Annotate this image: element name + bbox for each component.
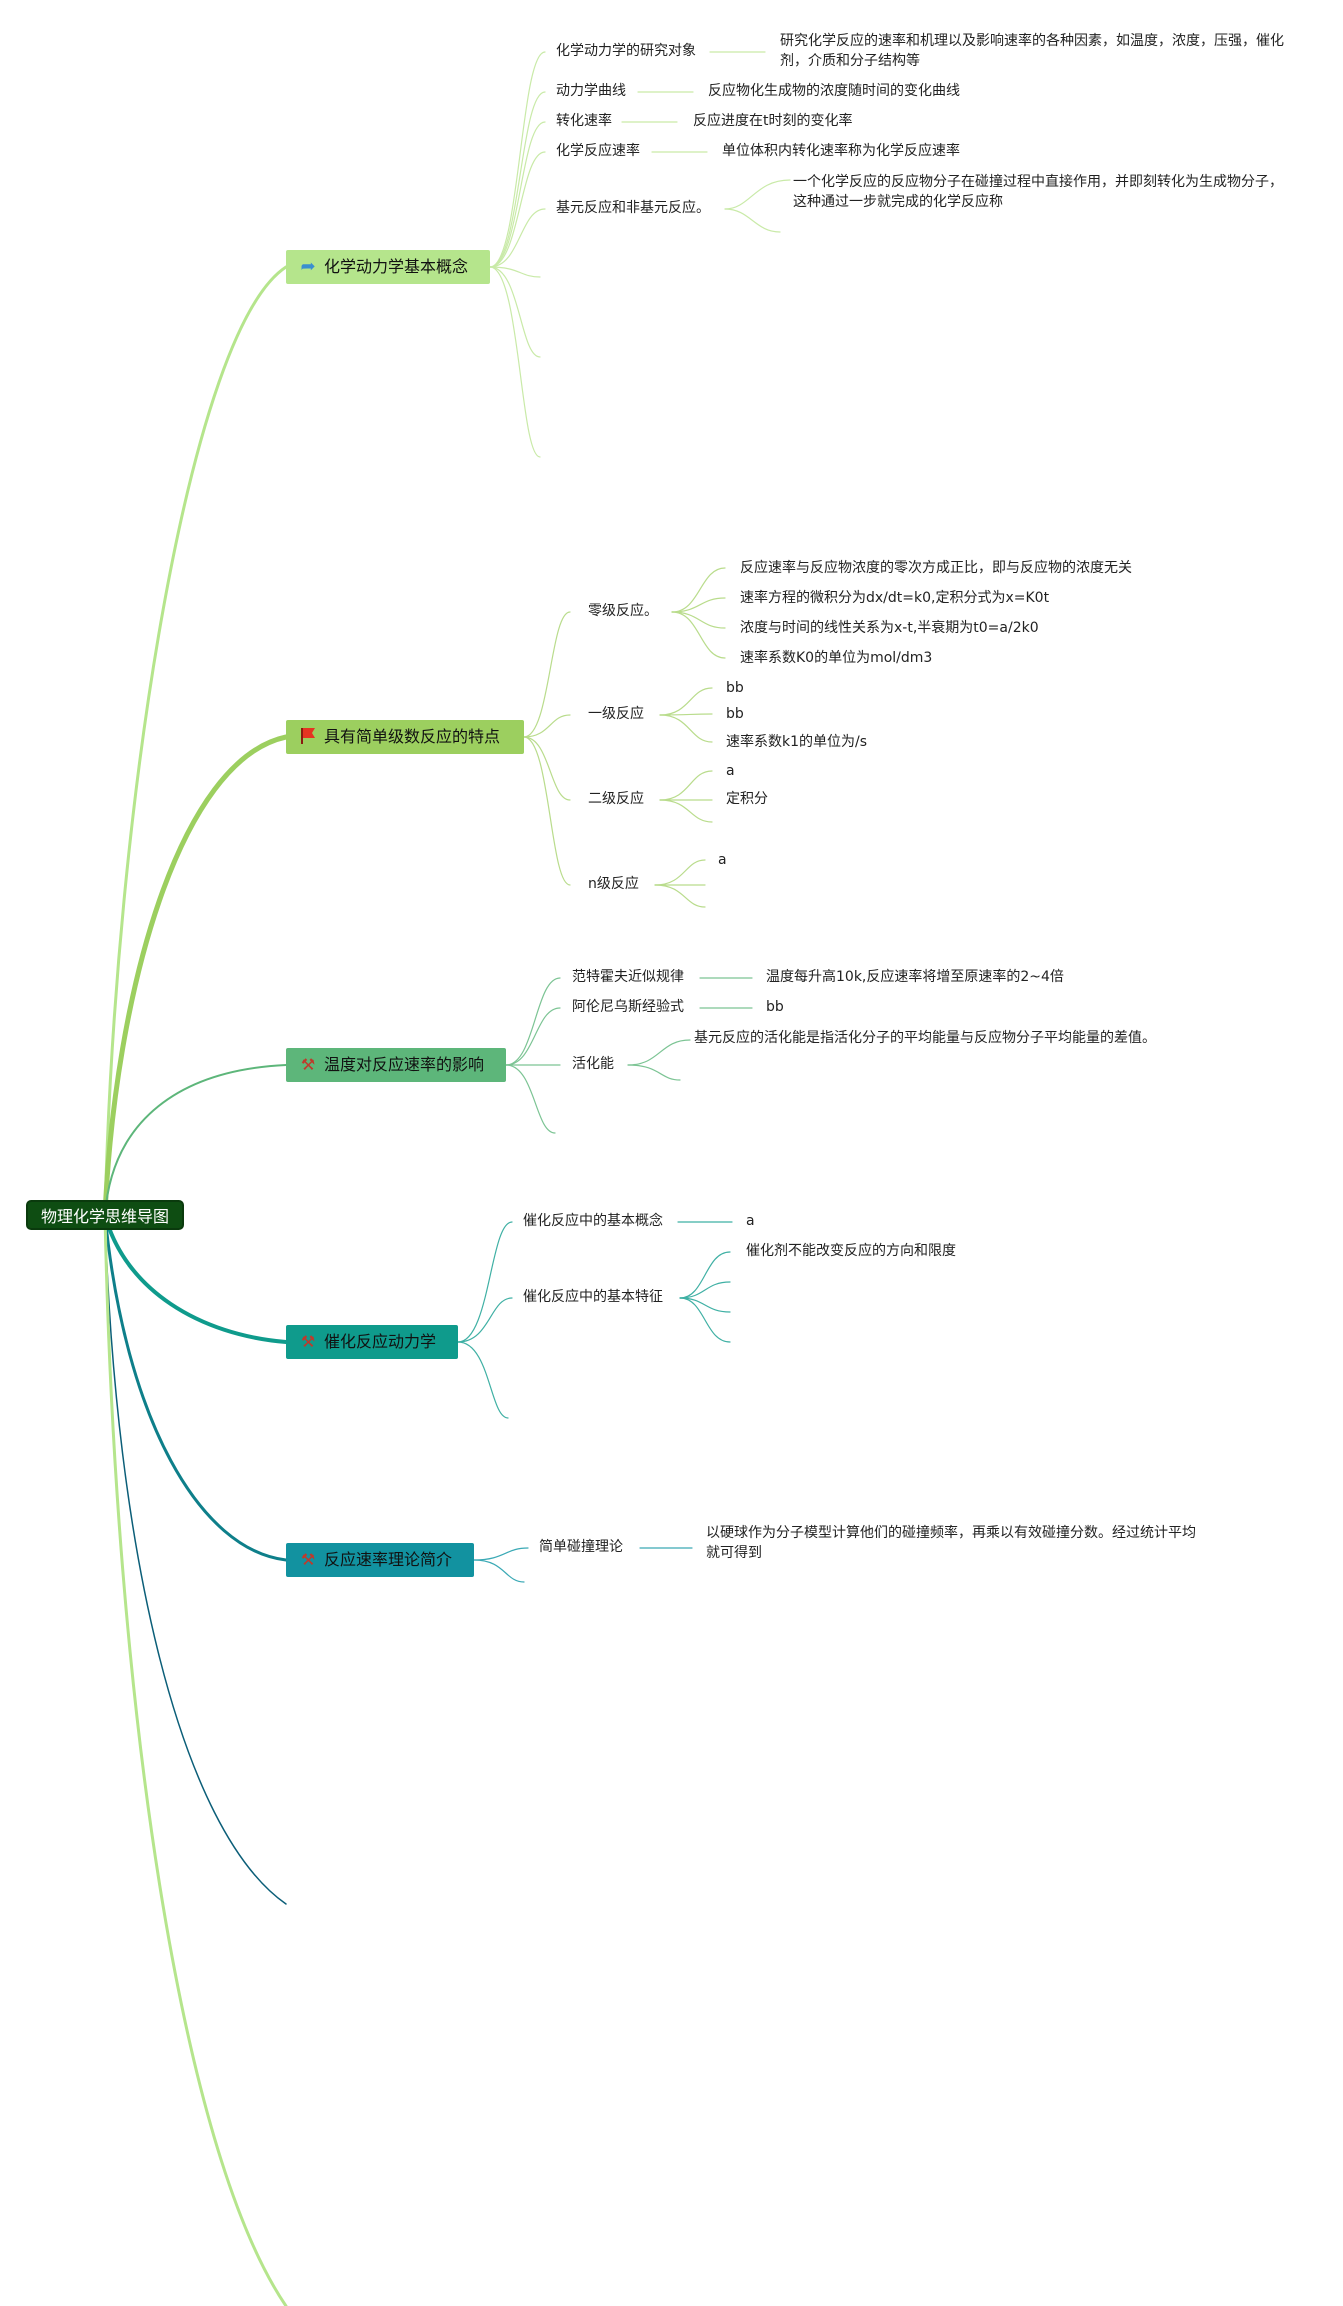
tools-icon: ⚒ [300,1332,316,1351]
node-elementary-reaction[interactable]: 基元反应和非基元反应。 [556,200,710,216]
list-item[interactable]: 速率系数k1的单位为/s [726,734,868,750]
node-activation-energy-detail[interactable]: 基元反应的活化能是指活化分子的平均能量与反应物分子平均能量的差值。 [694,1030,1156,1046]
branch-label: 温度对反应速率的影响 [324,1055,485,1074]
node-vant-hoff-rule-detail[interactable]: 温度每升高10k,反应速率将增至原速率的2~4倍 [766,969,1064,985]
link-root-b5 [103,1213,288,1562]
node-kinetic-curve-detail[interactable]: 反应物化生成物的浓度随时间的变化曲线 [708,83,960,99]
branch-kinetics-concepts[interactable]: ➦ 化学动力学基本概念 [286,250,490,284]
list-item[interactable]: 速率方程的微积分为dx/dt=k0,定积分式为x=K0t [740,590,1050,606]
node-collision-theory[interactable]: 简单碰撞理论 [539,1539,623,1555]
node-catalysis-features-detail[interactable]: 催化剂不能改变反应的方向和限度 [746,1243,956,1259]
node-zero-order[interactable]: 零级反应。 [588,603,658,619]
link-root-empty-2 [103,1213,288,2306]
node-conversion-rate[interactable]: 转化速率 [556,113,612,129]
root-node[interactable]: 物理化学思维导图 [26,1200,184,1230]
node-elementary-reaction-detail[interactable]: 一个化学反应的反应物分子在碰撞过程中直接作用，并即刻转化为生成物分子，这种通过一… [793,174,1283,210]
link-root-b3 [104,1064,287,1216]
list-item[interactable]: 浓度与时间的线性关系为x-t,半衰期为t0=a/2k0 [740,620,1039,636]
node-n-order[interactable]: n级反应 [588,876,639,892]
node-first-order[interactable]: 一级反应 [588,706,644,722]
node-collision-theory-detail[interactable]: 以硬球作为分子模型计算他们的碰撞频率，再乘以有效碰撞分数。经过统计平均就可得到 [706,1525,1196,1561]
node-second-order[interactable]: 二级反应 [588,791,644,807]
list-item[interactable]: 定积分 [726,791,768,807]
branch-label: 具有简单级数反应的特点 [324,727,501,746]
node-reaction-rate[interactable]: 化学反应速率 [556,143,640,159]
tools-icon: ⚒ [300,1550,316,1569]
node-conversion-rate-detail[interactable]: 反应进度在t时刻的变化率 [693,113,853,129]
link-root-empty-1 [104,1214,287,1905]
branch-catalysis-kinetics[interactable]: ⚒ 催化反应动力学 [286,1325,458,1359]
node-catalysis-concepts[interactable]: 催化反应中的基本概念 [523,1213,663,1229]
node-arrhenius[interactable]: 阿伦尼乌斯经验式 [572,999,684,1015]
branch-label: 化学动力学基本概念 [324,257,469,276]
paper-plane-icon: ➦ [300,256,316,277]
branch-temperature-effect[interactable]: ⚒ 温度对反应速率的影响 [286,1048,506,1082]
list-item[interactable]: bb [726,680,744,696]
list-item[interactable]: a [726,763,735,779]
node-vant-hoff-rule[interactable]: 范特霍夫近似规律 [572,969,684,985]
link-root-b2 [102,734,289,1218]
node-research-object-detail[interactable]: 研究化学反应的速率和机理以及影响速率的各种因素，如温度，浓度，压强，催化剂，介质… [780,33,1284,69]
branch-rate-theory[interactable]: ⚒ 反应速率理论简介 [286,1543,474,1577]
list-item[interactable]: 速率系数K0的单位为mol/dm3 [740,650,933,666]
red-flag-icon [298,720,318,754]
node-arrhenius-detail[interactable]: bb [766,999,784,1015]
tools-icon: ⚒ [300,1055,316,1074]
list-item[interactable]: a [718,852,727,868]
list-item[interactable]: 反应速率与反应物浓度的零次方成正比，即与反应物的浓度无关 [740,560,1132,576]
branch-label: 催化反应动力学 [324,1332,437,1351]
link-root-b1 [103,265,288,1217]
node-activation-energy[interactable]: 活化能 [572,1056,614,1072]
branch-simple-order-reactions[interactable]: 具有简单级数反应的特点 [286,720,524,754]
node-catalysis-concepts-detail[interactable]: a [746,1213,755,1229]
list-item[interactable]: bb [726,706,744,722]
node-catalysis-features[interactable]: 催化反应中的基本特征 [523,1289,663,1305]
node-reaction-rate-detail[interactable]: 单位体积内转化速率称为化学反应速率 [722,143,960,159]
link-root-b4 [103,1213,288,1344]
node-research-object[interactable]: 化学动力学的研究对象 [556,43,696,59]
node-kinetic-curve[interactable]: 动力学曲线 [556,83,626,99]
branch-label: 反应速率理论简介 [324,1550,453,1569]
